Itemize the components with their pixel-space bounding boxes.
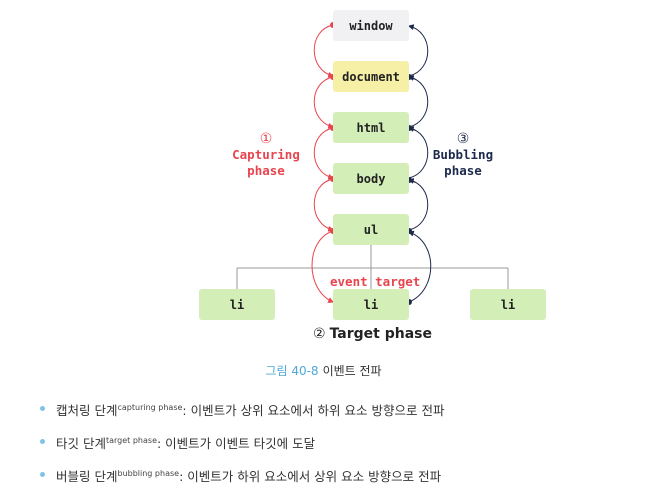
bullet-text: : 이벤트가 하위 요소에서 상위 요소 방향으로 전파 <box>179 469 442 484</box>
bullet-term-english: bubbling phase <box>117 469 180 478</box>
bullet-term: 캡처링 단계 <box>56 403 118 418</box>
event-propagation-diagram: window document html body ul li li li ① … <box>199 10 546 342</box>
node-ul: ul <box>333 214 409 245</box>
list-item: 버블링 단계bubbling phase: 이벤트가 하위 요소에서 상위 요소… <box>40 466 444 499</box>
list-item: 캡처링 단계capturing phase: 이벤트가 상위 요소에서 하위 요… <box>40 400 444 433</box>
capturing-arcs <box>311 24 335 303</box>
bubbling-phase-label: ③ Bubbling phase <box>425 131 501 179</box>
capturing-label-line2: phase <box>247 163 285 178</box>
target-phase-text: Target phase <box>329 326 433 342</box>
diagram-connectors <box>236 22 509 305</box>
node-li-right: li <box>470 289 546 320</box>
event-target-label: event target <box>330 274 421 289</box>
bubbling-arcs <box>407 24 432 303</box>
node-body: body <box>333 163 409 194</box>
bullet-term: 버블링 단계 <box>56 469 118 484</box>
bullet-text: : 이벤트가 상위 요소에서 하위 요소 방향으로 전파 <box>182 403 445 418</box>
node-document: document <box>333 61 409 92</box>
target-phase-number: ② <box>313 326 326 342</box>
bullet-text: : 이벤트가 이벤트 타깃에 도달 <box>157 436 316 451</box>
bullet-dot <box>40 406 45 411</box>
bubbling-label-line1: Bubbling <box>432 147 494 162</box>
list-item: 타깃 단계target phase: 이벤트가 이벤트 타깃에 도달 <box>40 433 444 466</box>
bubbling-label-line2: phase <box>444 163 482 178</box>
node-li-target: li <box>333 289 409 320</box>
bullet-list: 캡처링 단계capturing phase: 이벤트가 상위 요소에서 하위 요… <box>40 400 444 499</box>
figure-number: 그림 40-8 <box>265 364 319 378</box>
tree-lines <box>236 245 509 289</box>
capturing-label-line1: Capturing <box>232 147 300 162</box>
bullet-term-english: target phase <box>105 436 157 445</box>
node-html: html <box>333 112 409 143</box>
capturing-phase-label: ① Capturing phase <box>228 131 304 179</box>
capturing-number: ① <box>259 131 273 147</box>
node-window: window <box>333 10 409 41</box>
bullet-term-english: capturing phase <box>117 403 183 412</box>
bullet-dot <box>40 472 45 477</box>
bubbling-number: ③ <box>456 131 470 147</box>
node-li-left: li <box>199 289 275 320</box>
bullet-dot <box>40 439 45 444</box>
figure-title: 이벤트 전파 <box>322 364 382 378</box>
bullet-term: 타깃 단계 <box>56 436 106 451</box>
